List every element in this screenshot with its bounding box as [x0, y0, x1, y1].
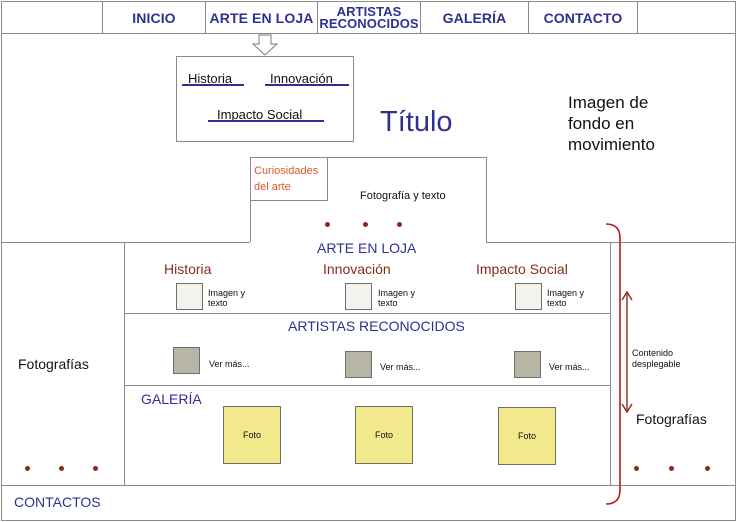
artist-ver-mas-link[interactable]: Ver más... — [380, 362, 421, 372]
nav-right-border — [637, 1, 638, 33]
gallery-photo[interactable]: Foto — [355, 406, 413, 464]
nav-item-arte-en-loja[interactable]: ARTE EN LOJA — [206, 2, 318, 33]
content-right-border — [610, 242, 611, 485]
nav-item-artistas-reconocidos[interactable]: ARTISTAS RECONOCIDOS — [318, 2, 421, 33]
background-image-note: Imagen de fondo en movimiento — [568, 93, 655, 154]
nav-bottom-border — [1, 33, 736, 34]
artist-thumbnail[interactable] — [345, 351, 372, 378]
artist-thumbnail[interactable] — [173, 347, 200, 374]
carousel-dot[interactable] — [25, 466, 30, 471]
section-top-line-left — [1, 242, 250, 243]
submenu-link-impacto-social[interactable]: Impacto Social — [217, 107, 303, 122]
column-title-impacto-social[interactable]: Impacto Social — [476, 261, 568, 277]
carousel-dot[interactable] — [93, 466, 98, 471]
arte-en-loja-submenu: Historia Innovación Impacto Social — [176, 56, 354, 142]
hero-box-right-edge — [486, 157, 487, 242]
carousel-dot[interactable] — [705, 466, 710, 471]
submenu-link-historia[interactable]: Historia — [188, 71, 233, 86]
thumbnail-label: Imagen y texto — [208, 288, 246, 308]
gallery-photo[interactable]: Foto — [498, 407, 556, 465]
artist-ver-mas-link[interactable]: Ver más... — [209, 359, 250, 369]
thumbnail-impacto-social[interactable] — [515, 283, 542, 310]
nav-left-border — [102, 1, 103, 33]
submenu-underline-historia — [182, 84, 244, 86]
submenu-underline-innovacion — [265, 84, 349, 86]
section-bracket-icon — [605, 223, 621, 505]
double-arrow-icon — [621, 290, 633, 414]
artist-ver-mas-link[interactable]: Ver más... — [549, 362, 590, 372]
carousel-dot[interactable] — [325, 222, 330, 227]
carousel-dot[interactable] — [59, 466, 64, 471]
nav-item-galeria[interactable]: GALERÍA — [421, 2, 529, 33]
content-left-border — [124, 242, 125, 485]
thumbnail-historia[interactable] — [176, 283, 203, 310]
submenu-underline-impacto — [208, 120, 324, 122]
scroll-content-note: Contenido desplegable — [632, 348, 681, 369]
artist-thumbnail[interactable] — [514, 351, 541, 378]
nav-item-contacto[interactable]: CONTACTO — [543, 9, 623, 26]
footer-contacts-link[interactable]: CONTACTOS — [14, 494, 101, 510]
footer-top-line — [1, 485, 736, 486]
divider-artistas-galeria — [125, 385, 610, 386]
thumbnail-label: Imagen y texto — [547, 288, 585, 308]
carousel-dot[interactable] — [669, 466, 674, 471]
photo-text-label: Fotografía y texto — [360, 190, 446, 202]
curiosities-box[interactable]: Curiosidades del arte — [250, 157, 328, 201]
right-photos-label: Fotografías — [636, 411, 707, 427]
section-heading-artistas: ARTISTAS RECONOCIDOS — [288, 318, 465, 334]
hero-box-top-edge — [328, 157, 486, 158]
left-photos-label: Fotografías — [18, 356, 89, 372]
carousel-dot[interactable] — [397, 222, 402, 227]
thumbnail-label: Imagen y texto — [378, 288, 416, 308]
carousel-dot[interactable] — [634, 466, 639, 471]
dropdown-arrow-icon — [252, 34, 278, 56]
section-top-line-right — [486, 242, 736, 243]
column-title-historia[interactable]: Historia — [164, 261, 212, 277]
section-heading-arte-en-loja: ARTE EN LOJA — [317, 240, 417, 256]
carousel-dot[interactable] — [363, 222, 368, 227]
divider-arte-artistas — [125, 313, 610, 314]
nav-item-inicio[interactable]: INICIO — [103, 2, 206, 33]
page-title: Título — [380, 106, 453, 138]
gallery-photo[interactable]: Foto — [223, 406, 281, 464]
section-heading-galeria: GALERÍA — [141, 391, 202, 407]
submenu-link-innovacion[interactable]: Innovación — [270, 71, 333, 86]
thumbnail-innovacion[interactable] — [345, 283, 372, 310]
column-title-innovacion[interactable]: Innovación — [323, 261, 391, 277]
